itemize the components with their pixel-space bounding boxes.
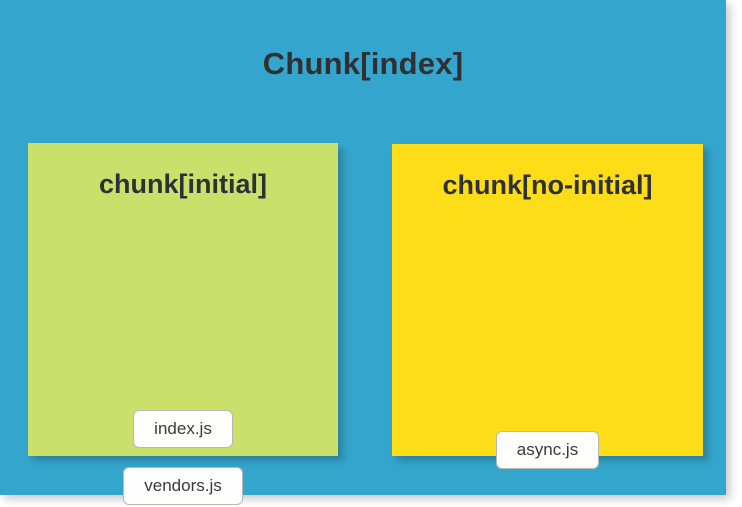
chunk-group-no-initial[interactable]: chunk[no-initial] async.js: [392, 144, 703, 469]
file-chip[interactable]: async.js: [495, 431, 600, 469]
chunk-group-no-initial-title: chunk[no-initial]: [442, 170, 653, 200]
diagram-panel: Chunk[index] chunk[initial] index.js ven…: [0, 0, 726, 505]
chunk-group-initial-file-list: index.js vendors.js: [28, 410, 338, 505]
chunk-group-initial[interactable]: chunk[initial] index.js vendors.js: [28, 143, 338, 505]
file-chip[interactable]: index.js: [133, 410, 233, 448]
chunk-group-no-initial-file-list: async.js: [392, 431, 703, 469]
page-title: Chunk[index]: [262, 46, 464, 81]
file-chip[interactable]: vendors.js: [123, 467, 243, 505]
chunk-group-initial-title: chunk[initial]: [99, 169, 267, 199]
